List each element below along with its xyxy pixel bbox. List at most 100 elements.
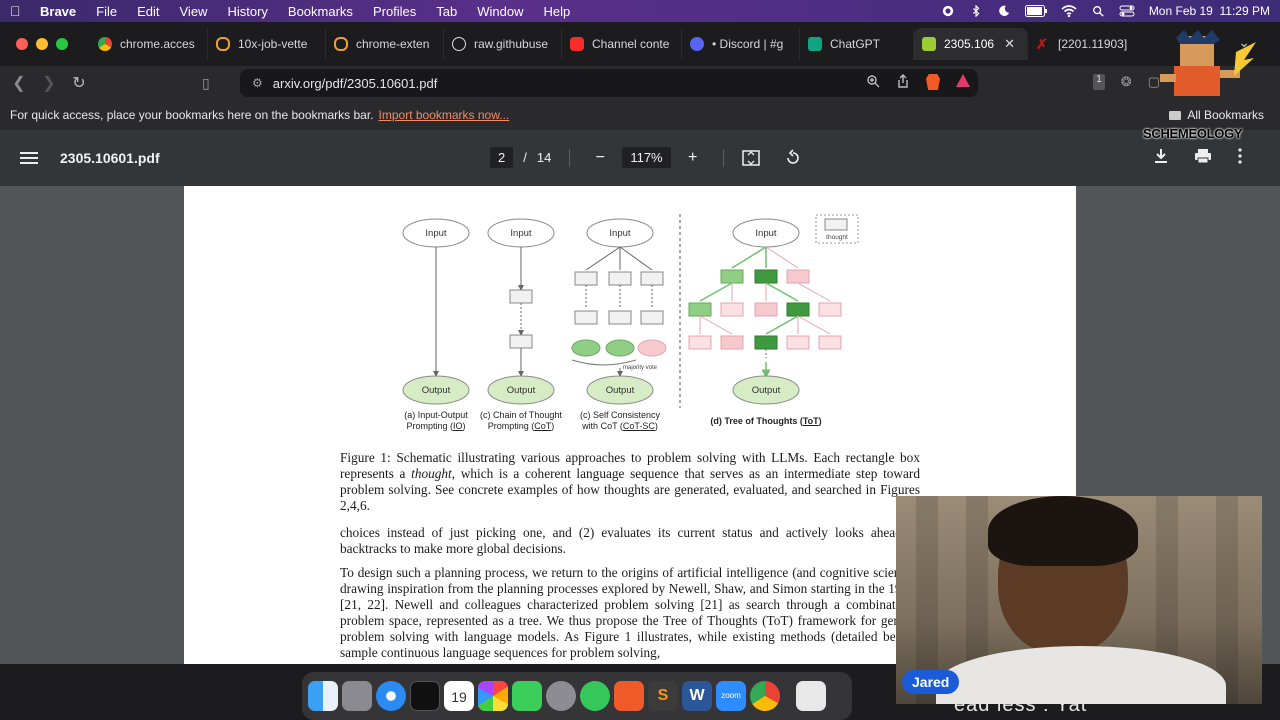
menu-bookmarks[interactable]: Bookmarks: [287, 3, 353, 19]
tab-discord[interactable]: • Discord | #g: [682, 28, 800, 60]
page-number-input[interactable]: 2: [490, 147, 514, 168]
minimize-window-button[interactable]: [36, 38, 48, 50]
word-icon[interactable]: W: [682, 681, 712, 711]
share-icon[interactable]: [896, 74, 910, 88]
majority-vote-label: majority vote: [623, 365, 658, 371]
finder-icon[interactable]: [308, 681, 338, 711]
browser-tab-strip: chrome.acces 10x-job-vette chrome-exten …: [0, 22, 1280, 66]
safari-icon[interactable]: [376, 681, 406, 711]
body-paragraph-1: choices instead of just picking one, and…: [340, 525, 920, 565]
menu-edit[interactable]: Edit: [137, 3, 160, 19]
tab-raw-githubusercontent[interactable]: raw.githubuse: [444, 28, 562, 60]
globe-favicon-icon: [452, 37, 466, 51]
zoom-window-button[interactable]: [56, 38, 68, 50]
person-shirt: [936, 646, 1226, 704]
tab-channel-content[interactable]: Channel conte: [562, 28, 682, 60]
caption-io: (a) Input-Output Prompting (IO): [398, 410, 474, 432]
extension-puzzle-icon[interactable]: ❂: [1120, 74, 1132, 89]
tab-chrome-access[interactable]: chrome.acces: [90, 28, 208, 60]
vpn-icon[interactable]: [941, 5, 955, 17]
tab-search-chevron-icon[interactable]: ⌄: [1238, 34, 1250, 50]
caption-abbr: ToT: [802, 416, 819, 426]
caption-cot-line2: Prompting (CoT): [476, 421, 566, 432]
all-bookmarks-button[interactable]: All Bookmarks: [1169, 108, 1264, 122]
launchpad-icon[interactable]: [342, 681, 372, 711]
chrome-icon[interactable]: [750, 681, 780, 711]
caption-text: ): [551, 421, 555, 431]
battery-icon[interactable]: [1024, 5, 1047, 17]
calendar-icon[interactable]: 19: [444, 681, 474, 711]
download-icon[interactable]: [1154, 148, 1168, 164]
tab-chatgpt[interactable]: ChatGPT: [800, 28, 914, 60]
back-button[interactable]: ❮: [12, 75, 26, 92]
bluetooth-icon[interactable]: [969, 5, 983, 17]
zoom-icon[interactable]: zoom: [716, 681, 746, 711]
menu-history[interactable]: History: [227, 3, 268, 19]
close-window-button[interactable]: [16, 38, 28, 50]
import-bookmarks-link[interactable]: Import bookmarks now...: [378, 108, 510, 122]
print-icon[interactable]: [1194, 148, 1212, 164]
menu-file[interactable]: File: [96, 3, 118, 19]
sublime-text-icon[interactable]: S: [648, 681, 678, 711]
close-tab-icon[interactable]: ✕: [1004, 36, 1015, 51]
caption-cot-line1: (c) Chain of Thought: [480, 410, 562, 420]
cotsc-input-label: Input: [609, 228, 630, 239]
reload-button[interactable]: ↻: [72, 75, 86, 92]
caption-cot-sc: (c) Self Consistency with CoT (CoT-SC): [574, 410, 666, 432]
extension-badge-icon[interactable]: 1: [1093, 74, 1105, 90]
arxiv-favicon-icon: ✗: [1036, 36, 1048, 52]
paragraph-text: choices instead of just picking one, and…: [340, 525, 920, 556]
menu-app-brave[interactable]: Brave: [40, 3, 77, 19]
terminal-icon[interactable]: [410, 681, 440, 711]
menu-view[interactable]: View: [179, 3, 208, 19]
site-settings-icon[interactable]: ⚙: [252, 76, 263, 90]
caption-tot: (d) Tree of Thoughts (ToT): [698, 416, 834, 427]
brave-shields-icon[interactable]: [926, 74, 940, 90]
tab-chrome-extension[interactable]: chrome-exten: [326, 28, 444, 60]
menu-profiles[interactable]: Profiles: [372, 3, 417, 19]
system-settings-icon[interactable]: [546, 681, 576, 711]
more-options-icon[interactable]: [1238, 148, 1242, 164]
page-total: 14: [536, 150, 552, 165]
url-field[interactable]: ⚙ arxiv.org/pdf/2305.10601.pdf: [240, 69, 978, 97]
mascot-sticker-icon: [1160, 30, 1256, 104]
spotlight-search-icon[interactable]: [1091, 5, 1105, 17]
brave-rewards-icon[interactable]: [956, 74, 970, 87]
caption-cotsc-line1: (c) Self Consistency: [579, 410, 661, 420]
rotate-icon[interactable]: [784, 148, 802, 167]
menu-tab[interactable]: Tab: [436, 3, 458, 19]
moon-icon[interactable]: [997, 5, 1011, 17]
zoom-icon[interactable]: [866, 74, 880, 88]
zoom-level-input[interactable]: 117%: [622, 147, 671, 168]
forward-button[interactable]: ❯: [42, 75, 56, 92]
facetime-icon[interactable]: [512, 681, 542, 711]
pdf-menu-icon[interactable]: [20, 149, 38, 167]
caption-text: ): [654, 421, 658, 431]
document-icon[interactable]: [796, 681, 826, 711]
schemeology-label: SCHEMEOLOGY: [1143, 126, 1243, 141]
menu-window[interactable]: Window: [477, 3, 524, 19]
macos-dock: 19 S W zoom: [302, 672, 852, 720]
zoom-out-button[interactable]: −: [595, 148, 605, 166]
menu-help[interactable]: Help: [543, 3, 571, 19]
sidebar-toggle-icon[interactable]: ▢: [1147, 74, 1160, 89]
zoom-in-button[interactable]: +: [687, 148, 698, 166]
tot-figure: majority vote thought: [402, 214, 859, 408]
control-center-icon[interactable]: [1119, 5, 1135, 17]
webcam-overlay: [896, 496, 1262, 704]
bookmark-icon[interactable]: ▯: [202, 74, 210, 91]
tot-input-label: Input: [755, 228, 776, 239]
address-bar-row: ❮ ❯ ↻ ▯ ⚙ arxiv.org/pdf/2305.10601.pdf 1…: [0, 66, 1280, 100]
fit-page-icon[interactable]: [741, 149, 760, 166]
messages-icon[interactable]: [580, 681, 610, 711]
menubar-clock[interactable]: Mon Feb 19 11:29 PM: [1148, 4, 1270, 18]
brave-icon[interactable]: [614, 681, 644, 711]
caption-text: Prompting (: [406, 421, 453, 431]
tab-10x-job-vetter[interactable]: 10x-job-vette: [208, 28, 326, 60]
tab-arxiv-pdf-active[interactable]: 2305.106 ✕: [914, 28, 1028, 60]
apple-icon[interactable]: : [10, 3, 24, 19]
tab-arxiv-2201[interactable]: ✗ [2201.11903]: [1028, 28, 1142, 60]
figure-label: Figure 1:: [340, 450, 391, 465]
wifi-icon[interactable]: [1061, 5, 1077, 17]
photos-icon[interactable]: [478, 681, 508, 711]
